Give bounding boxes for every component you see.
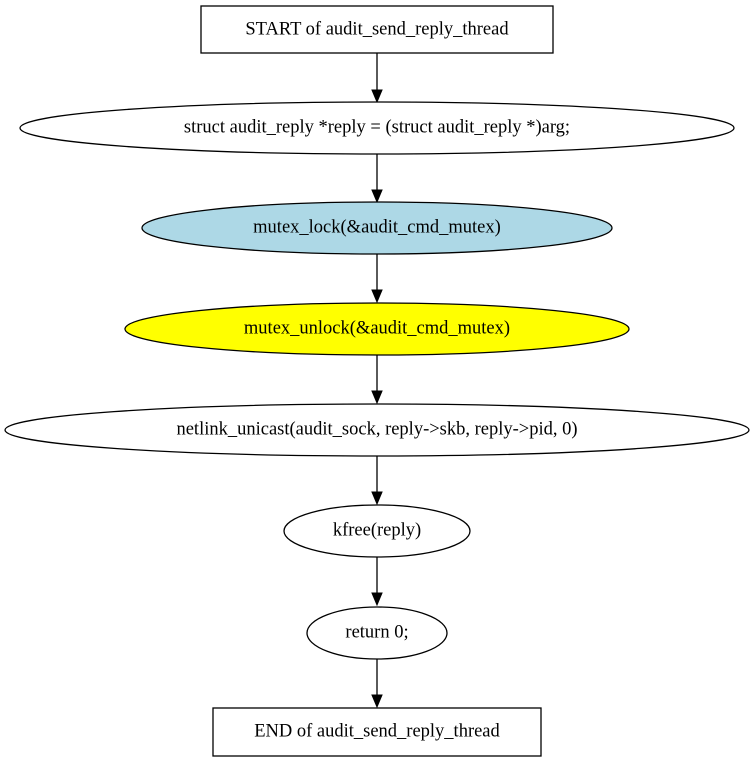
return-node-label: return 0; (345, 622, 408, 642)
edge-lock-to-unlock (371, 254, 383, 304)
kfree-node-ellipse (283, 504, 471, 558)
return-node-ellipse (306, 606, 448, 660)
mutex-lock-node-label: mutex_lock(&audit_cmd_mutex) (253, 217, 501, 237)
return-node[interactable]: return 0; (306, 606, 448, 660)
mutex-unlock-node-label: mutex_unlock(&audit_cmd_mutex) (244, 318, 510, 338)
edge-netlink-to-kfree (371, 456, 383, 506)
declaration-node-ellipse (19, 101, 735, 155)
mutex-unlock-node-ellipse (124, 302, 630, 356)
kfree-node[interactable]: kfree(reply) (283, 504, 471, 558)
netlink-unicast-node-label: netlink_unicast(audit_sock, reply->skb, … (176, 419, 577, 439)
edges (371, 53, 383, 709)
declaration-node[interactable]: struct audit_reply *reply = (struct audi… (19, 101, 735, 155)
edge-decl-to-lock (371, 154, 383, 204)
kfree-node-label: kfree(reply) (333, 520, 421, 540)
declaration-node-label: struct audit_reply *reply = (struct audi… (184, 117, 570, 137)
end-node-label: END of audit_send_reply_thread (254, 721, 500, 741)
mutex-lock-node-ellipse (141, 201, 613, 255)
end-node[interactable]: END of audit_send_reply_thread (212, 707, 542, 757)
edge-unlock-to-netlink (371, 355, 383, 405)
mutex-unlock-node[interactable]: mutex_unlock(&audit_cmd_mutex) (124, 302, 630, 356)
mutex-lock-node[interactable]: mutex_lock(&audit_cmd_mutex) (141, 201, 613, 255)
edge-kfree-to-ret (371, 557, 383, 607)
edge-ret-to-end (371, 659, 383, 709)
end-node-box (212, 707, 542, 757)
start-node[interactable]: START of audit_send_reply_thread (200, 5, 554, 54)
edge-start-to-decl (371, 53, 383, 104)
start-node-box (200, 5, 554, 54)
netlink-unicast-node-ellipse (4, 403, 750, 457)
netlink-unicast-node[interactable]: netlink_unicast(audit_sock, reply->skb, … (4, 403, 750, 457)
start-node-label: START of audit_send_reply_thread (245, 19, 509, 39)
